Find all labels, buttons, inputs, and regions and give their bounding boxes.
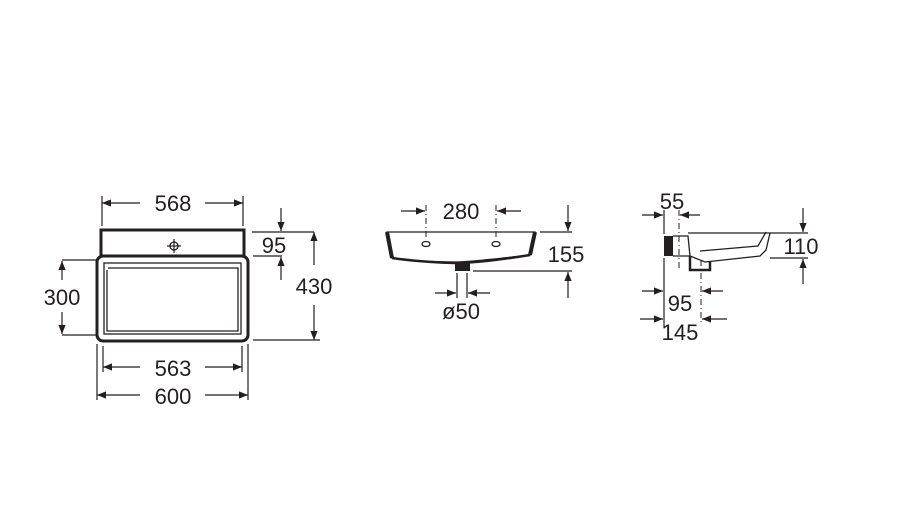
tap-hole-icon [421,240,431,248]
basin-body [95,254,250,343]
front-section-view: 280 155 ø50 [385,199,584,324]
dimension-waste-diameter: ø50 [435,273,490,324]
dimension-label: 568 [155,191,192,216]
dimension-label: 95 [668,291,692,316]
tap-hole-icon [167,239,181,253]
dimension-label: 563 [155,356,192,381]
dimension-110: 110 [770,208,819,284]
dimension-label: 600 [155,384,192,409]
dimension-label: 300 [44,285,81,310]
dimension-label: 110 [783,234,818,259]
dimension-label: 280 [443,199,480,224]
dimension-563: 563 [102,346,243,381]
dimension-155: 155 [473,205,584,298]
bowl-inner-edge [106,267,239,332]
dimension-300: 300 [44,259,96,336]
dimension-label: 145 [662,320,699,345]
dimension-label: 55 [660,189,684,214]
dimension-label: 430 [296,274,333,299]
dimension-568: 568 [101,191,244,226]
dimension-label: ø50 [442,299,480,324]
dimension-430: 430 [253,232,333,341]
dimension-95-deck: 95 [252,208,314,280]
dimension-label: 155 [548,242,585,267]
side-section-view: 55 110 95 145 [640,189,819,345]
dimension-55: 55 [642,189,700,234]
dimension-95-side: 95 [642,258,723,328]
waste-outlet [455,263,470,271]
plan-view: 568 95 430 300 [44,191,333,409]
dimension-label: 95 [262,233,286,258]
dimension-145: 145 [640,315,727,345]
tap-hole-icon [491,240,501,248]
basin-bowl [103,262,242,335]
dimension-600: 600 [96,344,249,409]
dimension-280: 280 [401,199,521,240]
